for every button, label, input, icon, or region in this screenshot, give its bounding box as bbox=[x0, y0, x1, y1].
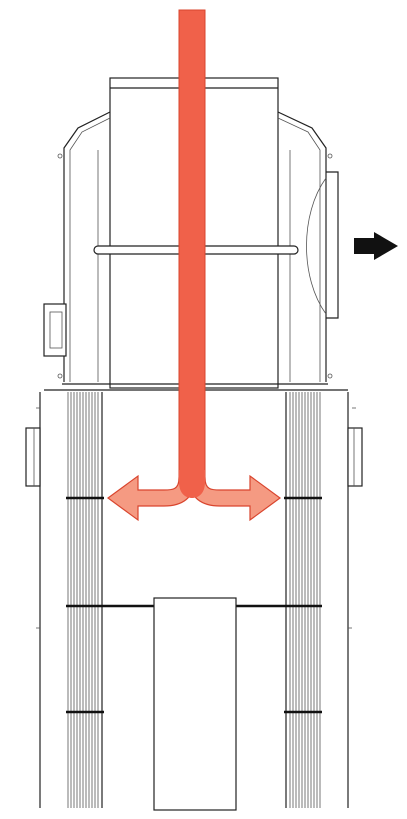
flow-downward-channel bbox=[178, 9, 206, 481]
arrow-right-icon bbox=[354, 232, 398, 260]
left-tube-bundle bbox=[67, 392, 103, 808]
central-column bbox=[153, 597, 237, 811]
right-tube-bundle bbox=[285, 392, 321, 808]
lower-body bbox=[25, 389, 363, 808]
double-headed-arrow-icon bbox=[106, 470, 282, 522]
